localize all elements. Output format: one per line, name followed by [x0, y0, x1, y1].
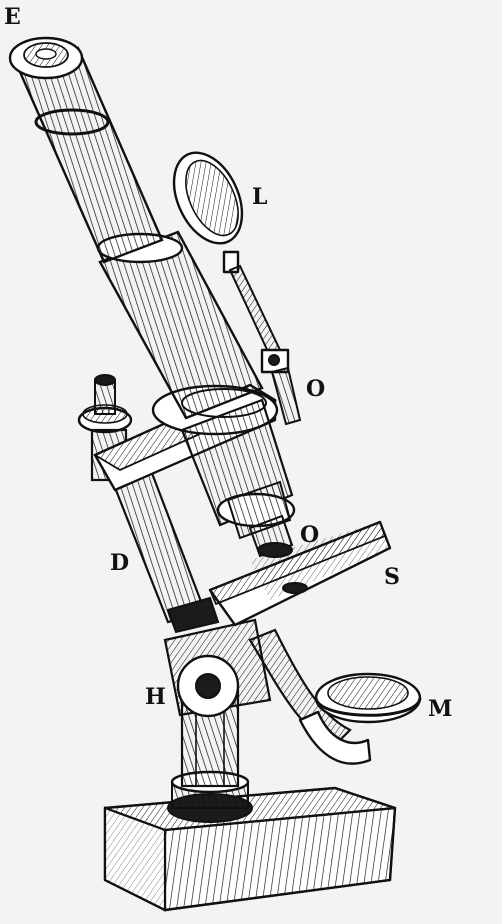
label-stage: S [384, 566, 400, 588]
label-pillar: D [110, 552, 129, 574]
label-clamp: O [306, 378, 325, 400]
draw-tube [20, 48, 162, 262]
body-tube [98, 232, 266, 418]
label-mirror: M [428, 698, 452, 720]
label-eyepiece: E [4, 6, 21, 28]
eyepiece [10, 38, 82, 78]
label-hinge: H [145, 686, 166, 708]
label-lens: L [252, 186, 267, 208]
hinge-joint [165, 620, 270, 716]
mirror [316, 674, 420, 722]
label-objective: O [300, 524, 319, 546]
